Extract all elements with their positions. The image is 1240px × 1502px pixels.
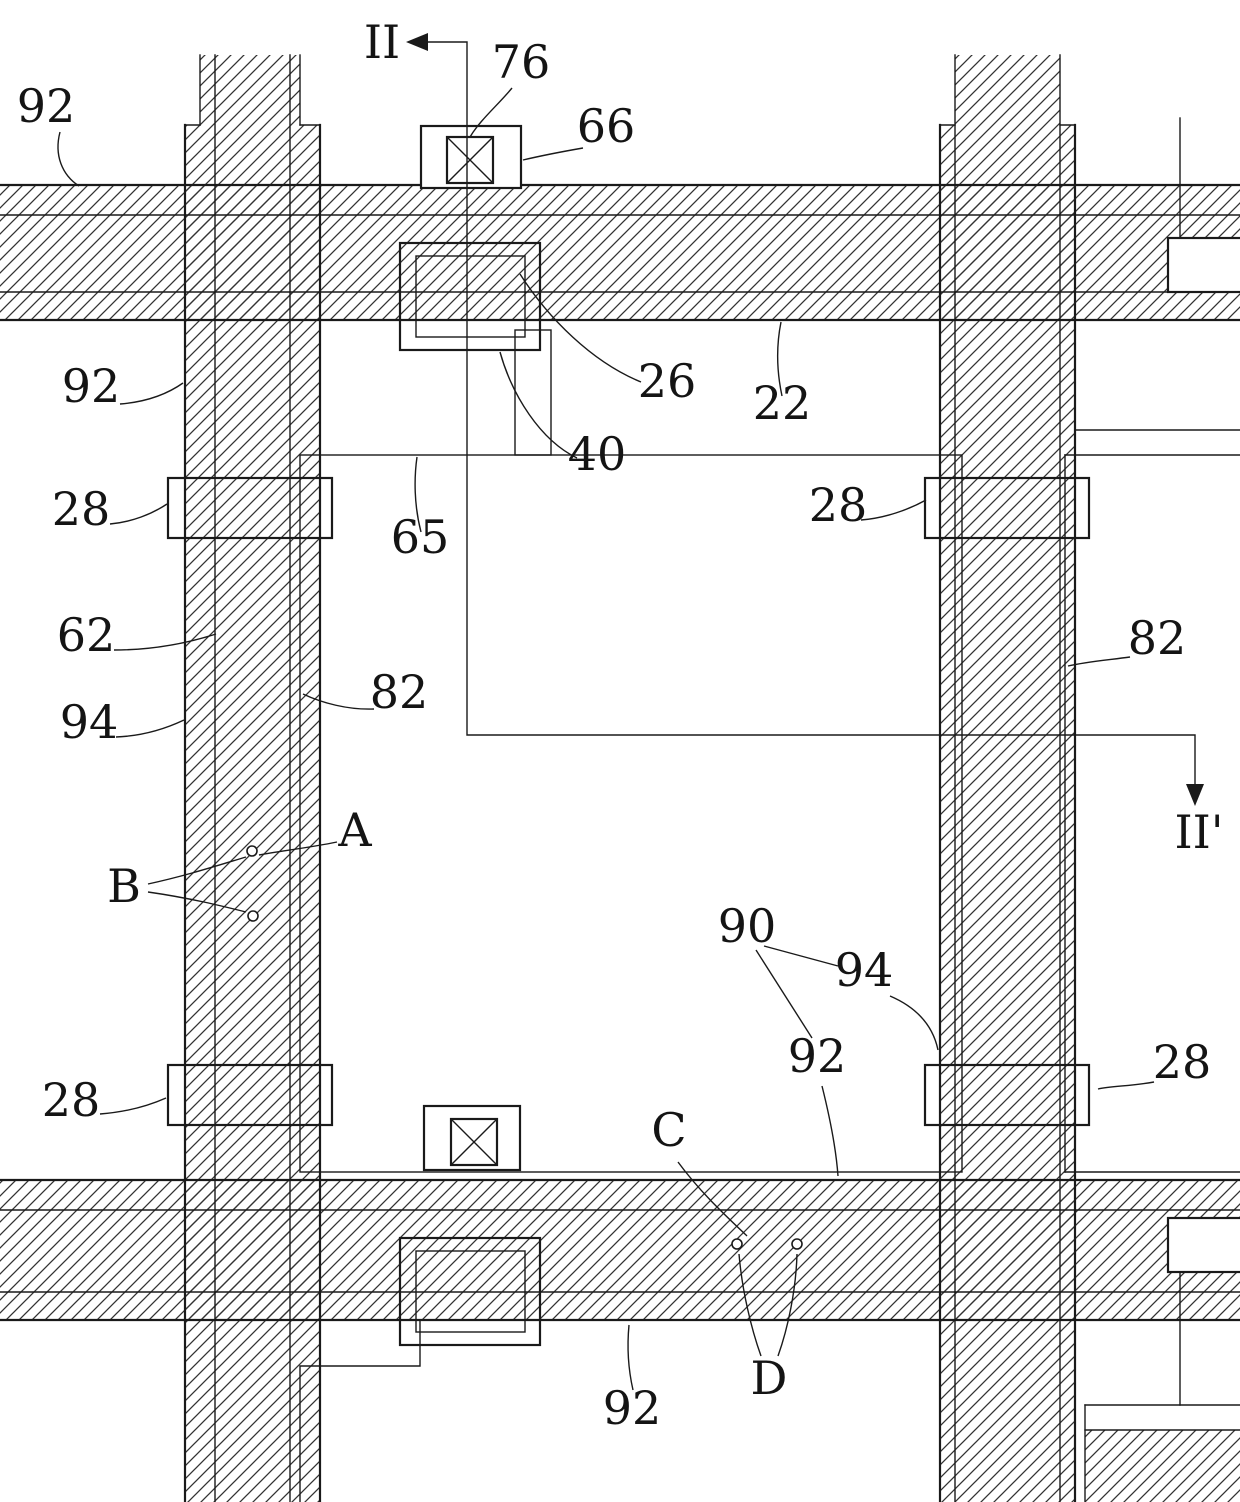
pixel-contact-bottom [422,1104,522,1172]
leader-lines [57,87,1155,1391]
ref-65: 65 [391,510,450,564]
pixel-electrode-center [299,454,963,1173]
ref-76: 76 [492,35,551,89]
leader-40 [499,351,578,459]
ref-28-top-right: 28 [809,478,868,532]
point-C-marker [731,1238,743,1250]
leader-92-bottom [627,1324,634,1391]
corner-structure-hatch [1085,1430,1240,1502]
contact-pad-top-left [166,476,334,540]
leader-94-right [889,995,939,1051]
gate-line-edges [0,183,1240,1322]
tft-outer-bottom [398,1236,542,1347]
section-arrow-end [1186,784,1204,806]
data-line-right-top-hatch [955,55,1060,125]
ref-92-bottom: 92 [603,1381,662,1435]
neighbor-pad-bottom [1166,1216,1240,1274]
point-B-marker [247,910,259,922]
ref-94-left: 94 [60,695,119,749]
section-cut-path [425,41,1196,787]
ref-92-mid: 92 [788,1029,847,1083]
ref-28-top-left: 28 [52,482,111,536]
leader-28-bottom-left [99,1097,167,1115]
tft-bottom [398,1236,542,1347]
ref-94-right: 94 [835,943,894,997]
leader-65 [414,456,422,533]
leader-D-2 [777,1253,798,1357]
ref-92-top-left: 92 [17,79,76,133]
leader-76 [469,87,513,138]
label-A: A [337,803,372,857]
ref-22: 22 [753,376,812,430]
tft-outer-top [398,241,542,352]
leader-82-left [302,693,375,710]
leader-A [258,841,338,856]
ref-40: 40 [568,427,627,481]
leader-92-top-left [57,131,80,187]
leader-66 [522,147,584,161]
tft-top [398,241,552,456]
section-line [406,33,1204,806]
data-line-left-hatch [185,125,320,1502]
leader-92-left [119,382,184,405]
data-line-edges [183,54,1181,1502]
leader-C [677,1161,748,1237]
leader-28-top-right [860,499,927,521]
neighbor-pad-top [1166,236,1240,294]
drain-extension-top [514,329,552,456]
leader-28-bottom-right [1097,1081,1155,1090]
label-D: D [751,1351,788,1405]
label-C: C [651,1103,686,1157]
leader-62 [113,633,217,651]
point-A-marker [246,845,258,857]
ref-82-right: 82 [1128,611,1187,665]
leader-92-mid [821,1085,839,1177]
ref-62: 62 [57,608,116,662]
label-B: B [107,859,141,913]
ref-26: 26 [638,354,697,408]
section-arrow-start [406,33,428,51]
ref-82-left: 82 [370,665,429,719]
data-line-left-top-hatch [200,55,300,125]
tft-inner-top [415,255,526,338]
point-D-marker [791,1238,803,1250]
marker-circles [246,845,803,1250]
section-end: II' [1175,805,1224,859]
contact-x-mark [450,1118,498,1166]
neighbor-pads [1166,236,1240,1274]
pixel-electrodes [299,429,1240,1502]
ref-28-bottom-left: 28 [42,1073,101,1127]
contact-pad-bottom-right [923,1063,1091,1127]
leader-26 [519,273,642,383]
leader-90-to-92 [755,949,813,1039]
contact-pad-top-right [923,476,1091,540]
tft-inner-bottom [415,1250,526,1333]
ref-66: 66 [577,99,636,153]
leader-28-top-left [109,503,168,525]
leader-B-1 [147,856,247,885]
leader-90-to-94 [763,945,839,967]
hatched-regions [0,55,1240,1502]
ref-90: 90 [718,899,777,953]
pixel-contact-top [419,124,523,190]
storage-contact-pads [166,476,1091,1127]
contact-pad-bottom-left [166,1063,334,1127]
leader-82-right [1067,656,1131,667]
data-line-right-hatch [940,125,1075,1502]
leader-D-1 [738,1253,762,1357]
pixel-electrode-next-row-step [299,1319,421,1502]
ref-28-bottom-right: 28 [1153,1035,1212,1089]
section-start: II [364,15,400,69]
leader-22 [777,321,783,397]
ref-92-left: 92 [62,359,121,413]
leader-B-2 [147,891,247,913]
contact-x-mark [446,136,494,184]
leader-94-left [115,719,185,738]
